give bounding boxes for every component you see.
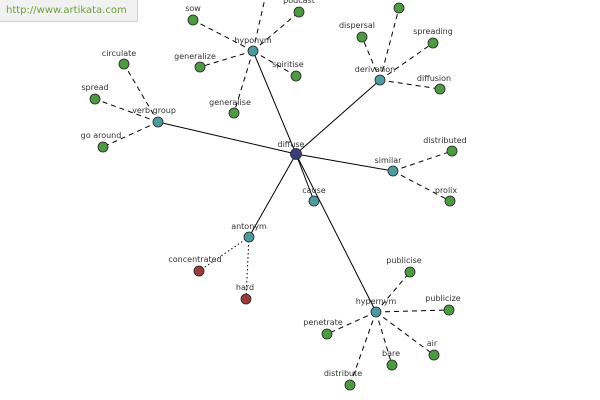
label-distributed: distributed (423, 136, 466, 145)
label-generalize: generalize (174, 52, 216, 61)
label-podcast: podcast (283, 0, 315, 5)
label-circulate: circulate (102, 49, 136, 58)
node-publicise[interactable] (404, 266, 416, 278)
edges-layer (94, 0, 453, 386)
edge-diffuse-hypernym (295, 153, 377, 313)
edge-hypernym-air (375, 311, 435, 356)
label-dispersal: dispersal (339, 21, 375, 30)
label-hyponym: hyponym (234, 36, 272, 45)
node-spiritise[interactable] (290, 70, 302, 82)
edge-similar-distributed (392, 150, 453, 172)
label-antonym: antonym (231, 222, 267, 231)
label-similar: similar (375, 156, 403, 165)
node-diffusion[interactable] (434, 83, 446, 95)
node-concentrated[interactable] (193, 265, 205, 277)
node-publicize[interactable] (443, 304, 455, 316)
edge-diffuse-derivation (295, 79, 381, 155)
label-hypernym: hypernym (356, 297, 397, 306)
node-air[interactable] (428, 349, 440, 361)
edge-derivation-dispersal (361, 36, 381, 81)
node-prolix[interactable] (444, 195, 456, 207)
edge-similar-prolix (392, 170, 451, 202)
node-generalise[interactable] (228, 107, 240, 119)
edge-antonym-concentrated (198, 236, 250, 272)
edge-hyponym-generalise (233, 50, 254, 114)
label-diffuse: diffuse (278, 140, 305, 149)
node-distributed[interactable] (446, 145, 458, 157)
node-spreading[interactable] (427, 37, 439, 49)
node-cause[interactable] (308, 195, 320, 207)
edge-diffuse-antonym (248, 153, 297, 238)
label-publicise: publicise (386, 256, 421, 265)
label-derivation: derivation (355, 65, 395, 74)
label-cause: cause (302, 186, 326, 195)
edge-diffuse-similar (295, 153, 394, 172)
node-podcast[interactable] (293, 6, 305, 18)
node-hyponym[interactable] (247, 45, 259, 57)
node-spread[interactable] (89, 93, 101, 105)
label-spreading: spreading (413, 27, 453, 36)
labels-layer: diffuse hyponym derivation verb group simila… (81, 0, 467, 378)
label-air: air (427, 339, 438, 348)
edge-verb_group-go_around (102, 121, 159, 148)
edge-diffuse-cause (295, 153, 315, 202)
label-generalise: generalise (209, 98, 251, 107)
node-penetrate[interactable] (321, 328, 333, 340)
label-sow: sow (185, 4, 201, 13)
node-similar[interactable] (387, 165, 399, 177)
node-generalize[interactable] (194, 61, 206, 73)
edge-hyponym-podcast (252, 11, 300, 52)
label-verb-group: verb group (132, 106, 176, 115)
edge-hypernym-publicize (375, 309, 450, 313)
label-distribute: distribute (324, 369, 362, 378)
node-hypernym[interactable] (370, 306, 382, 318)
label-bare: bare (382, 349, 400, 358)
label-hard: hard (236, 283, 254, 292)
node-der-top[interactable] (393, 2, 405, 14)
node-diffuse[interactable] (290, 148, 302, 160)
nodes-layer (89, 2, 458, 391)
node-distribute[interactable] (344, 379, 356, 391)
edge-hypernym-publicise (375, 271, 411, 313)
node-antonym[interactable] (243, 231, 255, 243)
edge-derivation-der_top (379, 7, 400, 81)
watermark-url[interactable]: http://www.artikata.com (0, 0, 138, 22)
edge-diffuse-verb_group (157, 121, 297, 155)
label-concentrated: concentrated (168, 255, 221, 264)
node-derivation[interactable] (374, 74, 386, 86)
edge-derivation-spreading (379, 42, 434, 81)
label-spiritise: spiritise (272, 60, 304, 69)
edge-verb_group-circulate (123, 63, 159, 123)
node-verb-group[interactable] (152, 116, 164, 128)
node-circulate[interactable] (118, 58, 130, 70)
edge-hypernym-bare (375, 311, 393, 366)
edge-derivation-diffusion (379, 79, 441, 90)
label-publicize: publicize (425, 294, 460, 303)
node-dispersal[interactable] (356, 31, 368, 43)
edge-hypernym-distribute (349, 311, 377, 386)
label-spread: spread (81, 83, 108, 92)
node-hard[interactable] (240, 293, 252, 305)
edge-hyponym-sow (192, 19, 254, 52)
edge-verb_group-spread (94, 98, 159, 123)
label-prolix: prolix (435, 186, 458, 195)
edge-diffuse-hyponym (252, 50, 297, 155)
label-diffusion: diffusion (417, 74, 451, 83)
node-bare[interactable] (386, 359, 398, 371)
edge-hyponym-generalize (199, 50, 254, 68)
node-sow[interactable] (187, 14, 199, 26)
label-penetrate: penetrate (303, 318, 342, 327)
node-go-around[interactable] (97, 141, 109, 153)
edge-hyponym-hyp_top1 (252, 0, 266, 52)
label-go-around: go around (81, 131, 122, 140)
